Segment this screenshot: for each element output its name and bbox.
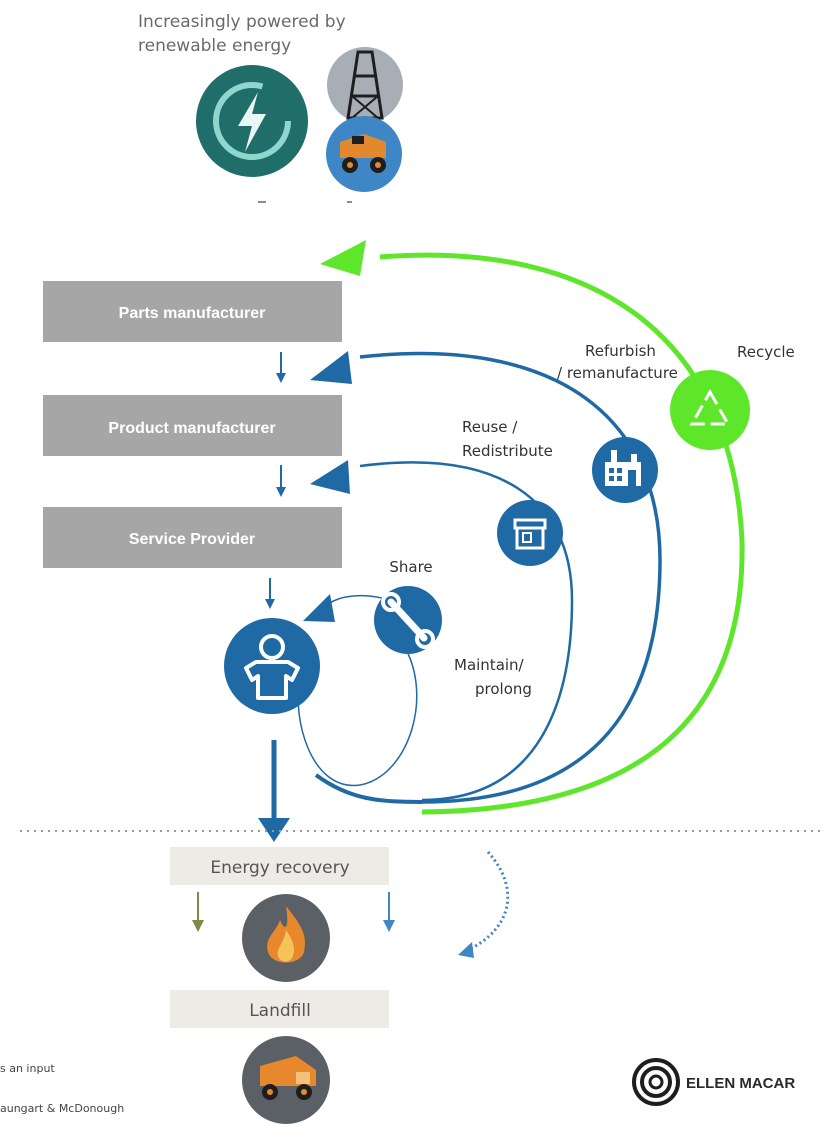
fire-icon	[242, 894, 330, 982]
wrench-icon	[374, 586, 442, 654]
reuse-loop	[359, 461, 574, 802]
maintain-label-line2: prolong	[475, 680, 532, 698]
service-provider-label: Service Provider	[129, 531, 255, 548]
dotted-curve-arrow	[467, 851, 510, 952]
dump-truck-icon	[242, 1036, 330, 1124]
mining-truck-icon	[326, 116, 402, 192]
header-line1: Increasingly powered by	[138, 12, 346, 32]
service-provider-box	[43, 507, 342, 568]
brand-name: ELLEN MACAR	[686, 1075, 795, 1092]
share-label: Share	[389, 558, 432, 576]
recycle-arrowhead	[320, 240, 366, 276]
refurbish-arrowhead	[310, 351, 352, 384]
energy-arrow-right-head	[383, 920, 395, 932]
refurbish-label-line1: Refurbish	[585, 342, 656, 360]
landfill-label: Landfill	[249, 1001, 311, 1021]
header-line2: renewable energy	[138, 36, 291, 56]
ellen-macarthur-logo-icon	[632, 1058, 680, 1106]
energy-recovery-box	[170, 847, 389, 885]
renewable-energy-icon	[196, 65, 308, 177]
landfill-box	[170, 990, 389, 1028]
dotted-curve-arrowhead	[458, 942, 474, 958]
footnote-line1: s an input	[0, 1062, 55, 1075]
recycle-label: Recycle	[737, 343, 795, 361]
parts-manufacturer-box	[43, 281, 342, 342]
shop-icon	[497, 500, 563, 566]
share-loop	[297, 639, 418, 786]
refurbish-loop	[359, 351, 662, 804]
reuse-label-line1: Reuse /	[462, 418, 518, 436]
footnote-line2: aungart & McDonough	[0, 1102, 124, 1115]
recycle-loop	[379, 252, 745, 815]
factory-icon	[592, 437, 658, 503]
product-manufacturer-label: Product manufacturer	[108, 420, 275, 437]
parts-manufacturer-label: Parts manufacturer	[119, 305, 266, 322]
energy-arrow-left-head	[192, 920, 204, 932]
energy-recovery-label: Energy recovery	[210, 858, 349, 878]
product-manufacturer-box	[43, 395, 342, 456]
reuse-arrowhead	[310, 460, 350, 494]
user-icon	[224, 618, 320, 714]
user-outflow-curve	[314, 773, 423, 804]
reuse-label-line2: Redistribute	[462, 442, 553, 460]
refurbish-label-line2: / remanufacture	[557, 364, 678, 382]
share-arrowhead	[303, 594, 335, 622]
oil-rig-icon	[327, 47, 403, 123]
maintain-label-line1: Maintain/	[454, 656, 525, 674]
recycle-icon	[670, 370, 750, 450]
